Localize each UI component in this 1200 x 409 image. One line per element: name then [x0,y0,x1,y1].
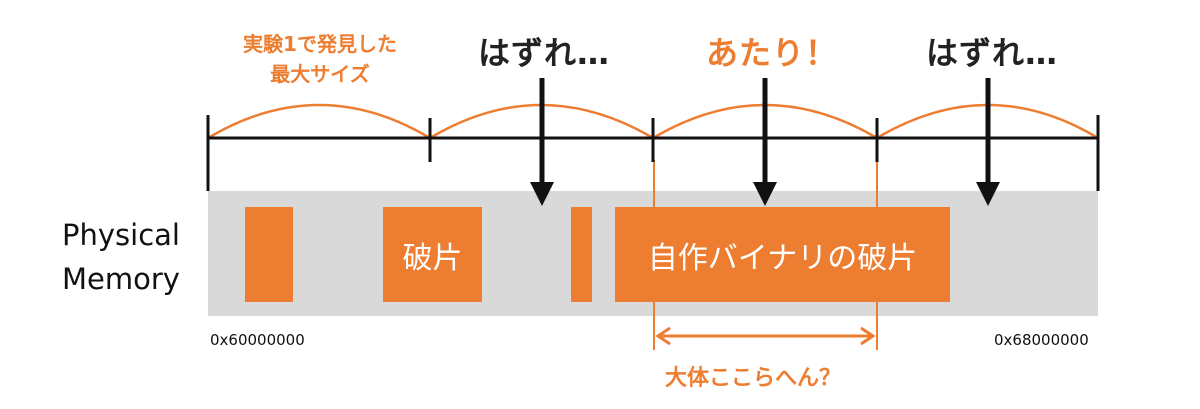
hit-label: あたり！ [706,34,839,72]
miss-label-2: はずれ… [926,34,1059,72]
address-start: 0x60000000 [210,331,305,349]
binary-fragment-block [615,207,950,302]
experiment-max-size-line1: 実験1で発見した [243,32,397,56]
physical-memory-line2: Memory [62,262,180,296]
physical-memory-line1: Physical [62,218,180,252]
probe-arrow-1 [530,78,554,206]
probe-arrow-3 [976,78,1000,206]
probe-arrow-2 [753,78,777,206]
fragment-label: 破片 [402,240,463,276]
address-end: 0x68000000 [994,331,1089,349]
fragment-block-2 [383,207,482,302]
fragment-block-1 [245,207,293,302]
segment-arc-1 [207,103,431,140]
physical-memory-label: Physical Memory [62,213,180,301]
approx-location-label: 大体ここらへん？ [665,366,842,391]
fragment-block-3 [571,207,592,302]
range-arrow-left-head [655,326,671,346]
experiment-max-size-label: 実験1で発見した 最大サイズ [210,29,430,89]
range-arrow-right-head [860,326,876,346]
experiment-max-size-line2: 最大サイズ [270,62,370,86]
miss-label-1: はずれ… [478,34,611,72]
binary-fragment-label: 自作バイナリの破片 [647,240,918,276]
